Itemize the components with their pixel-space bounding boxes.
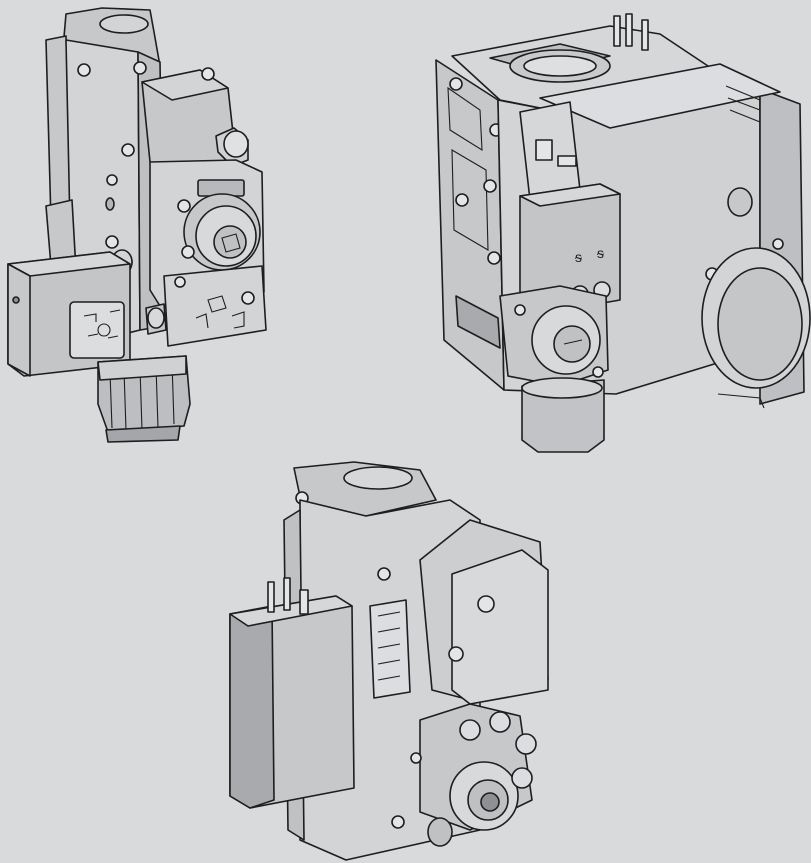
terminal-label-left: ᵴ bbox=[574, 250, 582, 266]
gas-valve-vertical-icon bbox=[7, 7, 267, 443]
terminal-label-right: ᵴ bbox=[596, 246, 604, 262]
terminal-pins-icon bbox=[613, 13, 649, 51]
coil-terminal-pins-icon bbox=[267, 577, 309, 615]
gas-valve-with-actuator-icon: ᵴ ᵴ bbox=[435, 13, 811, 453]
gas-valve-compact-icon bbox=[229, 461, 549, 861]
